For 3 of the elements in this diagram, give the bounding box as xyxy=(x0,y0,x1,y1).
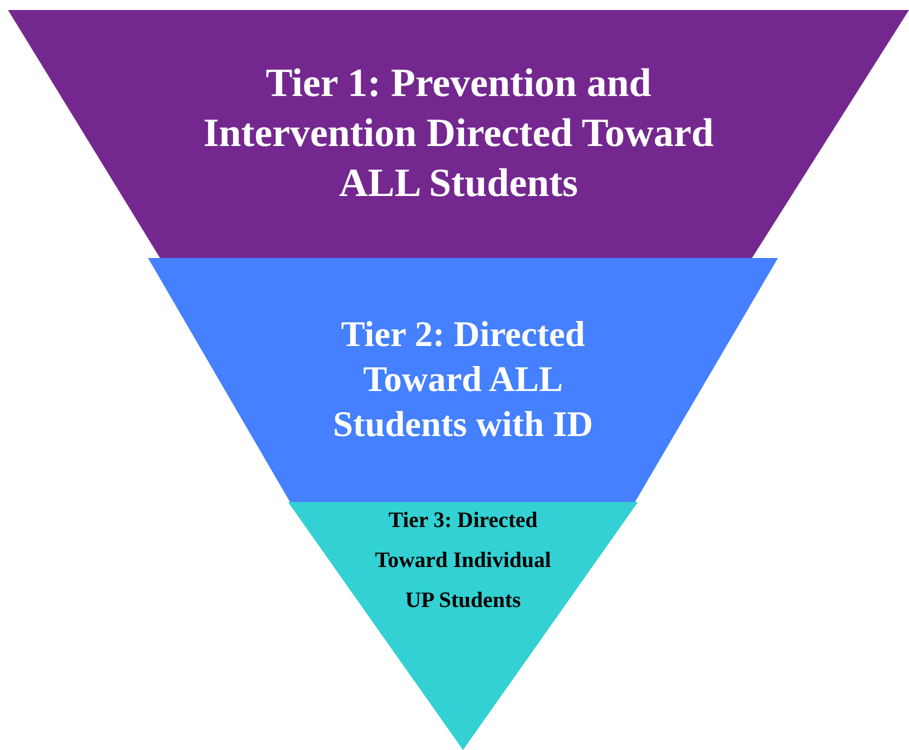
tier-label: Tier 3: Directed Toward Individual UP Students xyxy=(374,506,552,614)
tier-label: Tier 1: Prevention and Intervention Directed Toward ALL Students xyxy=(202,59,715,207)
tier-label: Tier 2: Directed Toward ALL Students with ID xyxy=(332,313,594,446)
